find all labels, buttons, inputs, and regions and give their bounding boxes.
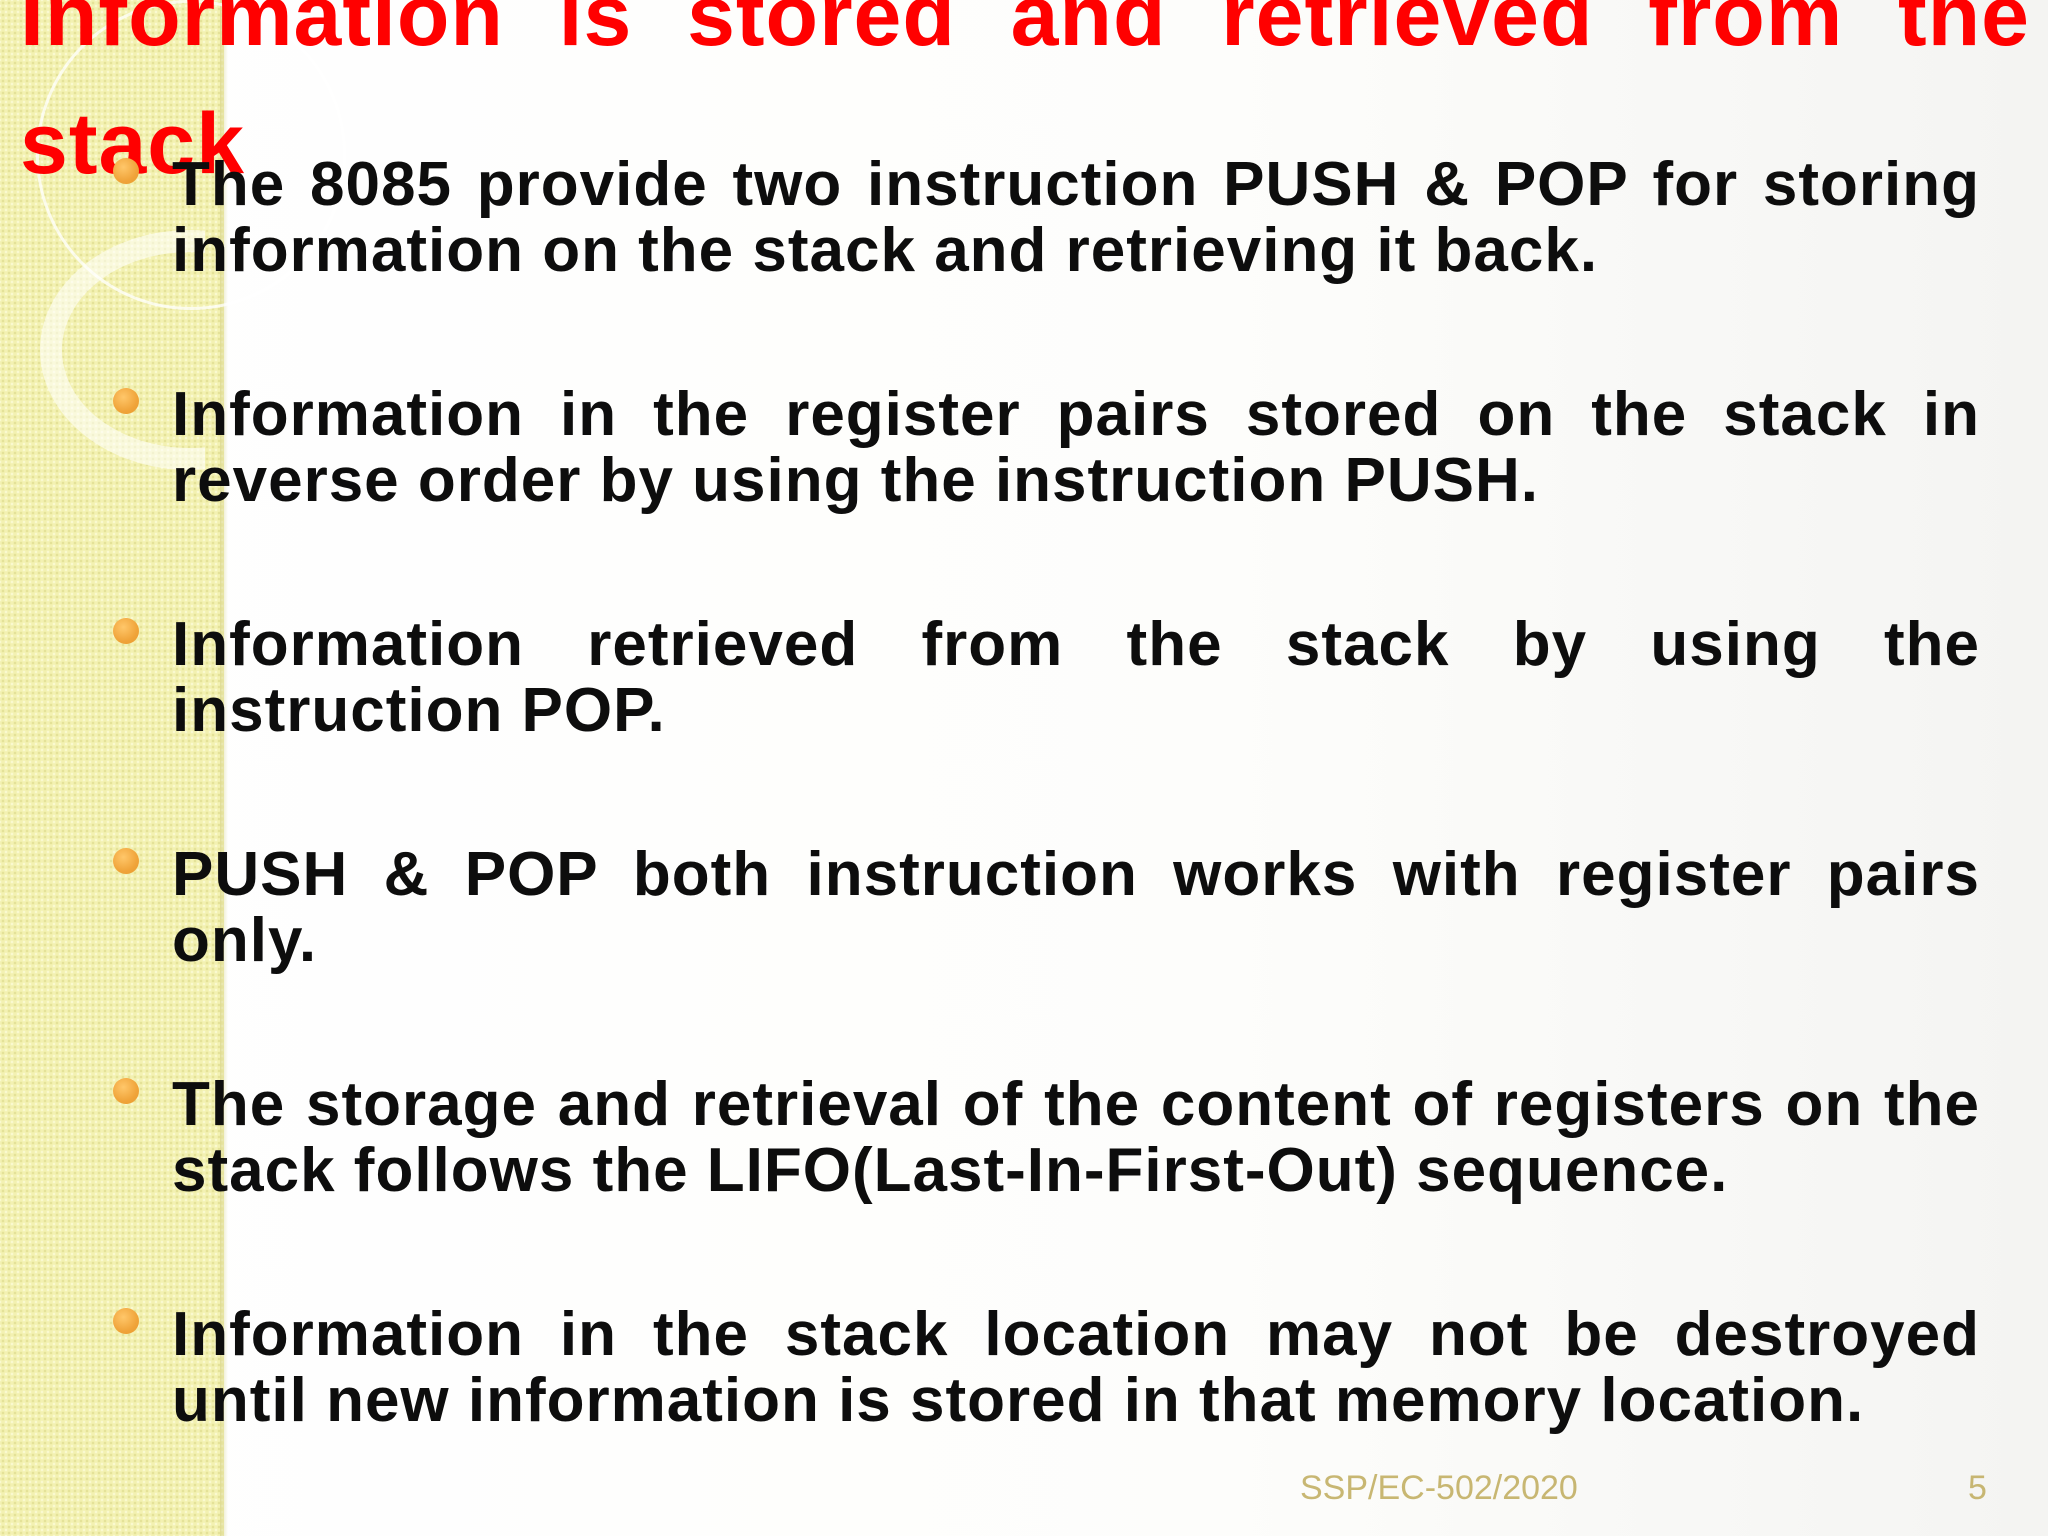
bullet-item: The storage and retrieval of the content… [113, 1070, 1980, 1205]
bullet-item: Information in the register pairs stored… [113, 380, 1980, 515]
bullet-text: PUSH & POP both instruction works with r… [172, 840, 1980, 975]
bullet-text: The 8085 provide two instruction PUSH & … [172, 150, 1980, 285]
orange-dot-icon [113, 158, 139, 184]
bullet-text: Information retrieved from the stack by … [172, 610, 1980, 745]
slide-footer: SSP/EC-502/2020 [1300, 1469, 1578, 1507]
bullet-item: The 8085 provide two instruction PUSH & … [113, 150, 1980, 285]
bullet-item: Information retrieved from the stack by … [113, 610, 1980, 745]
orange-dot-icon [113, 848, 139, 874]
bullet-item: PUSH & POP both instruction works with r… [113, 840, 1980, 975]
bullet-text: The storage and retrieval of the content… [172, 1070, 1980, 1205]
slide-number: 5 [1968, 1469, 1987, 1507]
bullet-list: The 8085 provide two instruction PUSH & … [113, 150, 1980, 1532]
bullet-item: Information in the stack location may no… [113, 1300, 1980, 1435]
orange-dot-icon [113, 388, 139, 414]
orange-dot-icon [113, 618, 139, 644]
bullet-text: Information in the stack location may no… [172, 1300, 1980, 1435]
orange-dot-icon [113, 1078, 139, 1104]
bullet-text: Information in the register pairs stored… [172, 380, 1980, 515]
orange-dot-icon [113, 1308, 139, 1334]
